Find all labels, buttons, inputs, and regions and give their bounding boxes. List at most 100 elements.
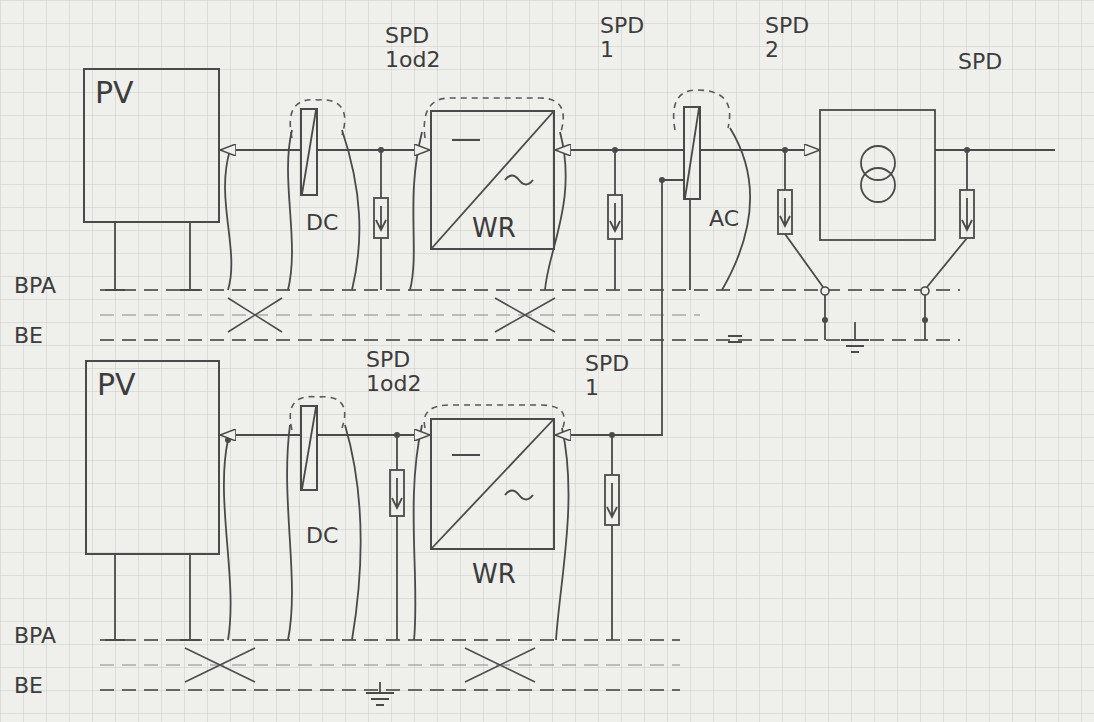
wiring — [345, 425, 361, 640]
spd-label: SPD 2 — [765, 14, 825, 62]
spd-label: SPD 1od2 — [385, 24, 445, 72]
wiring — [224, 440, 231, 640]
bus-label: BE — [14, 324, 74, 348]
equipotential-cross — [185, 298, 555, 682]
equipotential-cross — [185, 648, 255, 682]
node-label: PV — [97, 368, 136, 403]
wiring — [105, 223, 200, 290]
pv-module-box: PV — [85, 360, 220, 555]
diagonal-line — [432, 112, 553, 248]
conductor-line — [555, 180, 683, 435]
inverter-symbol — [505, 491, 533, 500]
terminal-circle — [921, 287, 929, 295]
surge-arrester-symbol — [608, 195, 622, 239]
inverter-box: WR — [430, 110, 555, 250]
transformer-symbol — [861, 146, 895, 180]
surge-arrester-symbol — [610, 203, 620, 231]
equipotential-cross — [465, 648, 535, 682]
bus-label: BPA — [14, 624, 94, 648]
bonding-bars — [100, 290, 960, 690]
bonding-bars — [100, 339, 960, 341]
pv-module-box: PV — [83, 68, 220, 223]
surge-arrester-symbol — [392, 478, 402, 508]
wiring — [545, 132, 566, 290]
wiring — [225, 150, 231, 290]
wiring — [825, 295, 925, 340]
surge-arrester-symbol — [778, 190, 792, 234]
spd-label: SPD 1 — [600, 14, 660, 62]
surge-arrester-symbol — [962, 198, 972, 230]
spd-label: SPD 1 — [585, 352, 645, 400]
junction-dot — [822, 317, 828, 323]
bus-label: BE — [14, 674, 74, 698]
node-label: AC — [709, 206, 739, 231]
bus-label: BPA — [14, 274, 94, 298]
surge-arrester-symbol — [374, 198, 388, 238]
surge-arrester-symbol — [376, 206, 386, 230]
node-label: PV — [95, 76, 134, 111]
equipotential-cross — [228, 298, 282, 332]
bonding-bars — [100, 689, 680, 691]
wiring — [701, 149, 820, 151]
dc-disconnector: DC — [300, 405, 318, 491]
wiring — [689, 200, 691, 290]
surge-arrester-symbol — [605, 475, 619, 525]
spd-label: SPD — [958, 50, 1038, 74]
terminal-circle — [821, 287, 929, 295]
junction-dot — [225, 147, 970, 443]
wiring — [366, 682, 394, 705]
conductor-line — [318, 149, 430, 151]
wiring — [785, 150, 823, 287]
ac-disconnector: AC — [683, 106, 701, 200]
wiring — [342, 130, 359, 290]
conductor-line — [555, 149, 683, 151]
wiring — [396, 435, 398, 640]
junction-dot — [782, 147, 788, 153]
switch-diagonal — [302, 110, 316, 194]
node-label: DC — [306, 210, 338, 235]
equipotential-cross — [495, 298, 555, 332]
inverter-box: WR — [430, 418, 555, 550]
transformer-symbol — [820, 110, 935, 240]
inverter-symbol — [452, 139, 480, 141]
wiring — [556, 428, 569, 640]
wiring — [841, 322, 869, 352]
diagonal-line — [685, 108, 699, 198]
wiring — [927, 150, 967, 287]
transformer-symbol — [820, 110, 935, 240]
node-label: WR — [472, 560, 516, 590]
terminal-circle — [821, 287, 829, 295]
dashed-housing — [424, 98, 563, 138]
surge-arrester-symbol — [780, 198, 790, 226]
spd-label: SPD 1od2 — [366, 348, 426, 396]
surge-arrester-symbol — [607, 483, 617, 517]
conductor-line — [220, 149, 300, 151]
conductor-line — [318, 434, 430, 436]
dc-disconnector: DC — [300, 108, 318, 196]
inverter-symbol — [505, 176, 533, 185]
inverter-symbol — [452, 454, 480, 456]
wiring — [410, 132, 422, 290]
wiring — [414, 425, 422, 640]
converter-diagonal — [432, 420, 553, 548]
node-label: WR — [472, 214, 516, 244]
surge-arrester-symbol — [390, 470, 404, 516]
node-label: DC — [306, 523, 338, 548]
diagonal-line — [302, 110, 316, 194]
switch-diagonal — [685, 108, 699, 198]
junction-dot — [964, 147, 970, 153]
switch-diagonal — [302, 407, 316, 489]
wiring — [728, 336, 742, 342]
transformer-symbol — [861, 168, 895, 202]
junction-dot — [225, 437, 231, 443]
inverter-symbol — [452, 140, 533, 500]
wiring — [287, 425, 292, 640]
bonding-bars — [100, 664, 680, 665]
wiring — [288, 130, 292, 290]
diagonal-line — [432, 420, 553, 548]
wiring — [611, 435, 613, 640]
junction-dot — [922, 317, 928, 323]
conductor-line — [220, 434, 300, 436]
